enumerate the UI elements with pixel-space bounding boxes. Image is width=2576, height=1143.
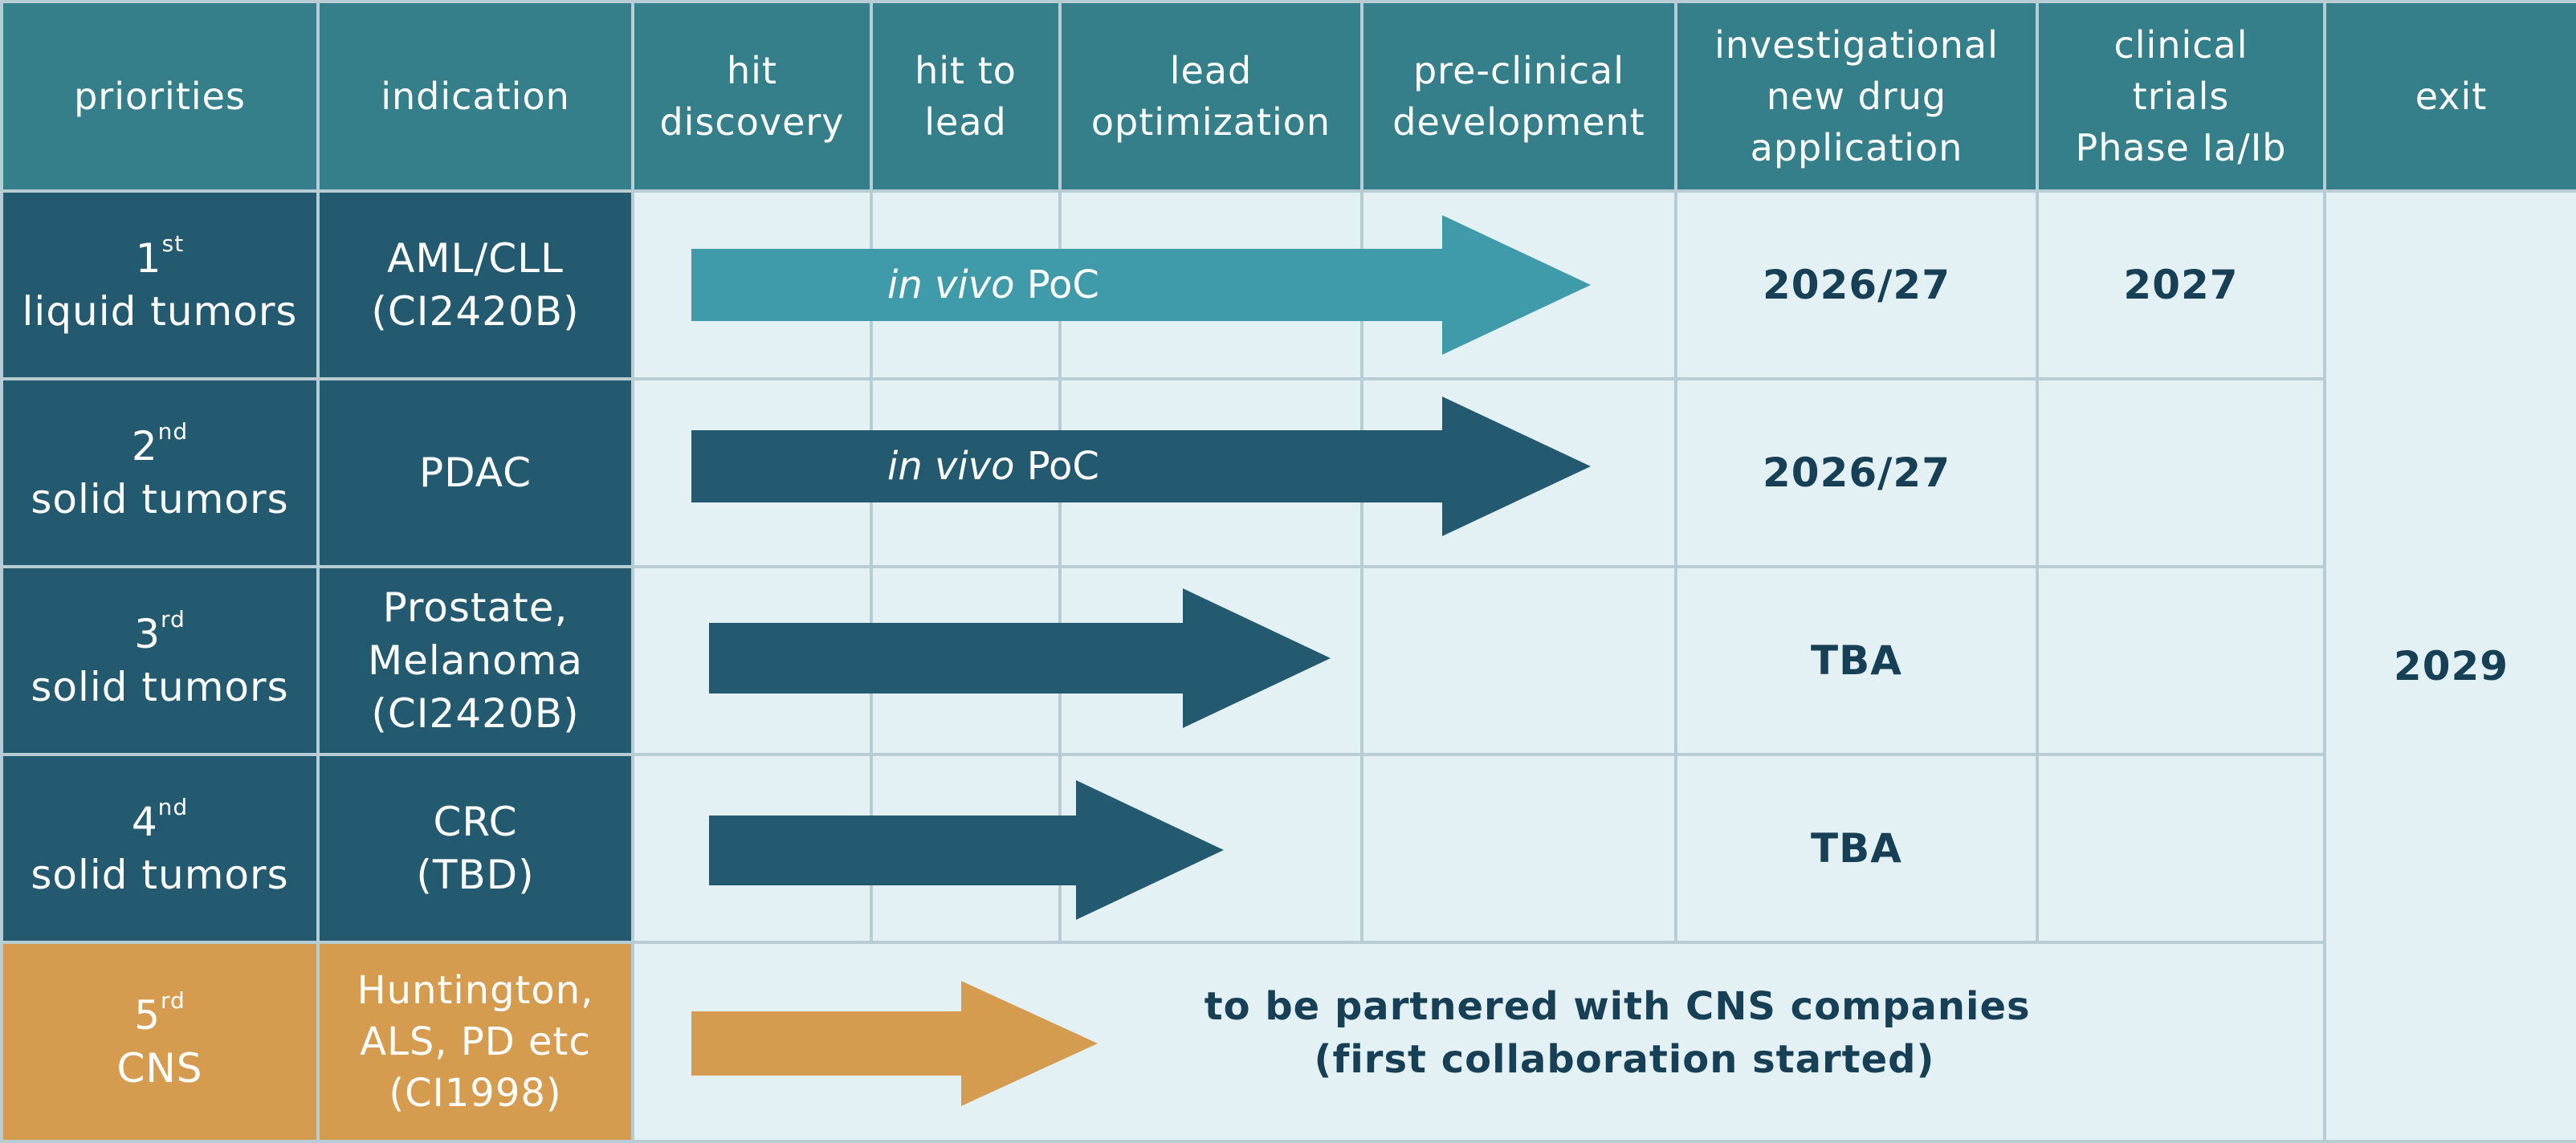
ind-date: TBA bbox=[1674, 753, 2039, 944]
priority-cell: 1st liquid tumors bbox=[0, 189, 320, 380]
table-row: 2nd solid tumors PDAC 2026/27 bbox=[0, 377, 2576, 568]
clinical-date bbox=[2036, 377, 2326, 568]
exit-year: 2029 bbox=[2323, 189, 2576, 1143]
table-row: 5rd CNS Huntington, ALS, PD etc (CI1998) bbox=[0, 941, 2576, 1143]
ind-date: 2026/27 bbox=[1674, 189, 2039, 380]
priority-cell: 2nd solid tumors bbox=[0, 377, 320, 568]
table-row: 4nd solid tumors CRC (TBD) TBA bbox=[0, 753, 2576, 944]
clinical-date bbox=[2036, 753, 2326, 944]
priority-cell: 5rd CNS bbox=[0, 941, 320, 1143]
priority-cell: 3rd solid tumors bbox=[0, 565, 320, 756]
clinical-date bbox=[2036, 565, 2326, 756]
header-priorities: priorities bbox=[0, 0, 320, 193]
ind-date: TBA bbox=[1674, 565, 2039, 756]
table-row: 1st liquid tumors AML/CLL (CI2420B) 2026… bbox=[0, 189, 2576, 1143]
priority-cell: 4nd solid tumors bbox=[0, 753, 320, 944]
indication-cell: Prostate, Melanoma (CI2420B) bbox=[316, 565, 634, 756]
header-exit: exit bbox=[2323, 0, 2576, 193]
indication-cell: PDAC bbox=[316, 377, 634, 568]
ind-date: 2026/27 bbox=[1674, 377, 2039, 568]
header-indication: indication bbox=[316, 0, 634, 193]
indication-cell: AML/CLL (CI2420B) bbox=[316, 189, 634, 380]
indication-cell: Huntington, ALS, PD etc (CI1998) bbox=[316, 941, 634, 1143]
indication-cell: CRC (TBD) bbox=[316, 753, 634, 944]
cns-span-cell bbox=[631, 941, 2326, 1143]
table-row: 3rd solid tumors Prostate, Melanoma (CI2… bbox=[0, 565, 2576, 756]
clinical-date: 2027 bbox=[2036, 189, 2326, 380]
